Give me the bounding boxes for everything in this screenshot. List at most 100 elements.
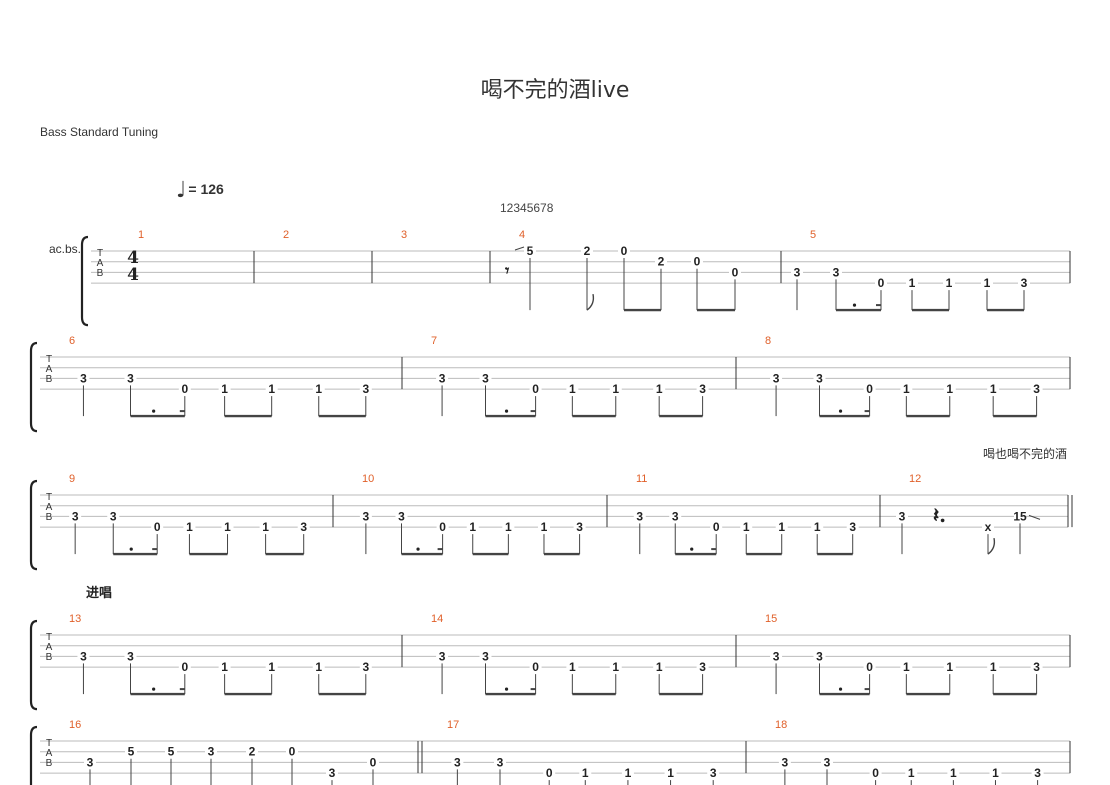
fret-number: 3 [699,660,706,674]
fret-number: 0 [532,660,539,674]
section-marker: 12345678 [500,201,554,215]
fret-number: 1 [667,766,674,780]
fret-background [246,745,258,758]
fret-number: 1 [903,660,910,674]
fret-number: 3 [482,371,489,385]
measure-number: 6 [69,335,75,347]
fret-number: 1 [569,382,576,396]
fret-background [943,383,956,396]
dot [838,409,843,413]
fret-number: 1 [903,382,910,396]
fret-background [573,521,586,534]
fret-background [863,383,876,396]
fret-background [529,661,542,674]
fret-number: 2 [658,255,665,269]
fret-number: 3 [72,509,79,523]
fret-number: 1 [612,382,619,396]
fret-background [566,383,579,396]
fret-number: 2 [584,244,591,258]
fret-number: 1 [984,276,991,290]
fret-background [696,661,709,674]
system-bracket [29,479,38,571]
fret-background [359,661,372,674]
fret-number: 1 [990,382,997,396]
fret-number: 3 [773,649,780,663]
fret-number: 1 [268,382,275,396]
fret-background [710,521,723,534]
fret-number: 3 [576,520,583,534]
fret-number: 3 [87,755,94,769]
fret-background [633,510,646,523]
measure-number: 9 [69,473,75,485]
fret-background [436,521,449,534]
system-bracket [29,725,38,785]
dot [416,547,420,551]
fret-number: 3 [899,509,906,523]
fret-number: 3 [773,371,780,385]
fret-background [265,383,278,396]
fret-background [691,255,703,268]
fret-background [367,756,379,769]
fret-number: 0 [370,755,377,769]
fret-number: 0 [694,255,701,269]
note-flag [987,537,996,555]
fret-number: 3 [782,755,789,769]
measure-number: 4 [519,229,525,241]
fret-number: 1 [992,766,999,780]
fret-number: 0 [713,520,720,534]
fret-number: 1 [656,660,663,674]
tab-clef-letter: A [46,364,53,375]
dot [504,409,509,413]
fret-number: 1 [224,520,231,534]
measure-number: 7 [431,335,437,347]
fret-number: 3 [816,649,823,663]
note-flag [586,293,595,311]
fret-number: 0 [878,276,885,290]
fret-background [183,521,196,534]
fret-background [947,767,960,780]
system-bracket [80,235,89,327]
fret-number: 1 [315,382,322,396]
fret-background [775,521,788,534]
tempo-marking: ♩= 126 [176,178,224,203]
fret-background [529,383,542,396]
quarter-rest: 𝄽. [933,503,946,527]
fret-number: 3 [363,509,370,523]
measure-number: 13 [69,613,81,625]
fret-number: 1 [221,382,228,396]
fret-number: 3 [300,520,307,534]
measure-number: 1 [138,229,144,241]
tab-clef-letter: B [46,758,53,769]
fret-background [1018,277,1030,290]
fret-number: 3 [362,660,369,674]
fret-background [84,756,96,769]
fret-number: 3 [127,649,134,663]
dot [152,409,156,413]
fret-background [696,383,709,396]
fret-number: 0 [866,660,873,674]
fret-number: x [985,520,992,534]
measure-number: 10 [362,473,374,485]
fret-background [987,383,1000,396]
fret-background [165,745,177,758]
measure-number: 8 [765,335,771,347]
fret-background [312,661,325,674]
fret-background [811,521,824,534]
fret-background [943,661,956,674]
measure-number: 16 [69,719,81,731]
fret-background [312,383,325,396]
fret-number: 3 [672,509,679,523]
fret-background [479,372,492,385]
fret-background [1030,383,1043,396]
fret-background [286,745,298,758]
fret-background [543,767,556,780]
fret-background [846,521,859,534]
fret-number: 3 [454,755,461,769]
measure-number: 17 [447,719,459,731]
fret-background [77,372,90,385]
fret-number: 3 [1034,766,1041,780]
measure-number: 12 [909,473,921,485]
fret-number: 0 [546,766,553,780]
fret-background [863,661,876,674]
fret-background [1031,767,1044,780]
